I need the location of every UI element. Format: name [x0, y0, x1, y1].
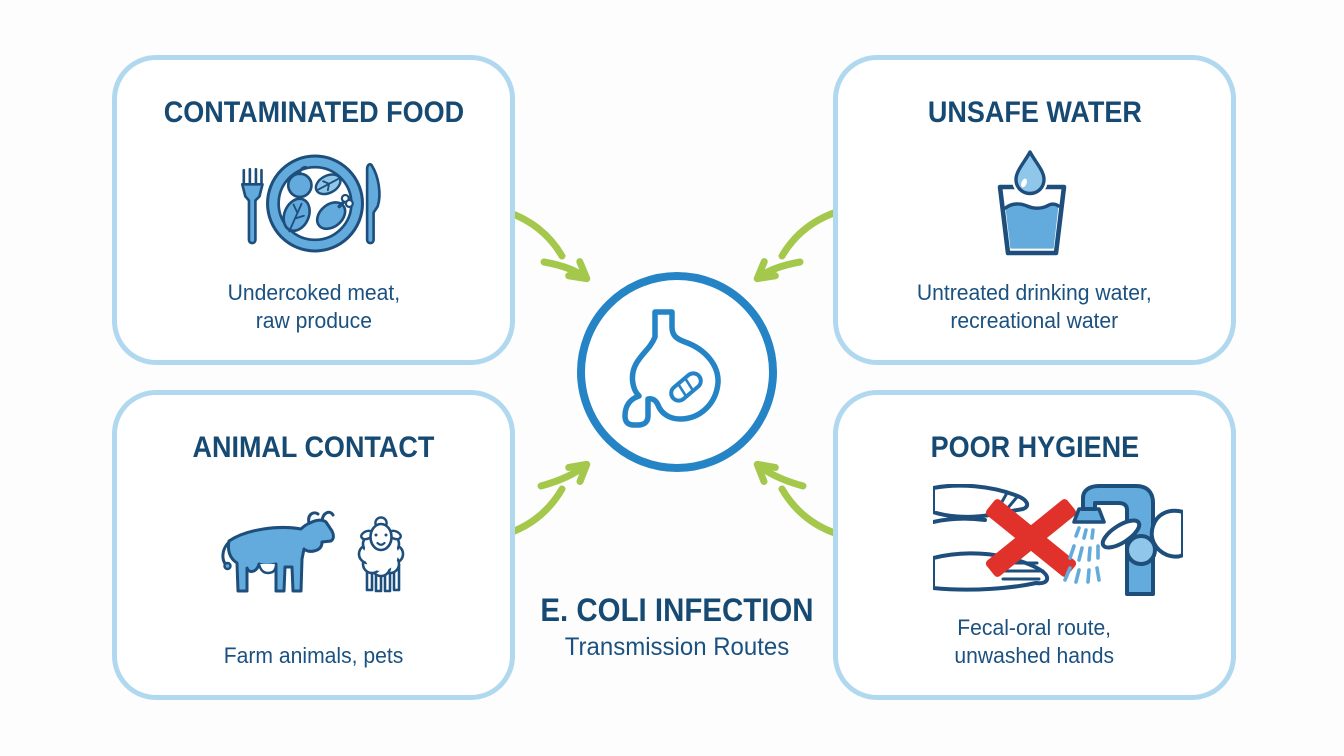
arrow-from-unsafe-water: [753, 258, 804, 283]
water-surface-line: [1003, 202, 1060, 210]
desc-line: unwashed hands: [954, 642, 1115, 668]
plate-utensils-icon: [238, 130, 390, 279]
desc-line: Untreated drinking water,: [917, 280, 1152, 306]
desc-line: recreational water: [950, 307, 1119, 333]
box-desc-contaminated-food: Undercoked meat, raw produce: [227, 279, 400, 334]
drumstick-icon: [315, 194, 354, 231]
diagram-title: E. COLI INFECTION: [540, 592, 814, 628]
apple-icon: [286, 166, 313, 199]
arrow-from-contaminated-food: [540, 258, 591, 283]
desc-line: Fecal-oral route,: [957, 615, 1112, 641]
box-desc-poor-hygiene: Fecal-oral route, unwashed hands: [955, 614, 1115, 669]
hand-on-handle-icon: [1100, 508, 1183, 566]
water-drop-icon: [1011, 149, 1048, 198]
glass-water: [1005, 203, 1058, 249]
box-animal-contact: ANIMAL CONTACT: [112, 390, 515, 700]
box-title-animal-contact: ANIMAL CONTACT: [192, 431, 435, 464]
box-title-contaminated-food: CONTAMINATED FOOD: [163, 96, 464, 129]
box-poor-hygiene: POOR HYGIENE: [833, 390, 1236, 700]
desc-line: raw produce: [255, 307, 372, 333]
arrow-from-poor-hygiene: [753, 460, 807, 490]
fork-icon: [240, 168, 264, 245]
water-glass-drop-icon: [995, 130, 1075, 279]
faucet-icon: [1071, 483, 1155, 596]
box-title-unsafe-water: UNSAFE WATER: [927, 96, 1142, 129]
center-title-block: E. COLI INFECTION Transmission Routes: [477, 592, 877, 662]
cow-sheep-icon: [219, 465, 409, 642]
red-cross-icon: [985, 498, 1076, 577]
box-desc-animal-contact: Farm animals, pets: [224, 642, 404, 669]
stomach-outline: [622, 309, 721, 428]
desc-line: Undercoked meat,: [227, 280, 400, 306]
knife-icon: [365, 163, 381, 245]
leaf-icon: [314, 173, 342, 196]
box-unsafe-water: UNSAFE WATER Untreated drinking water, r…: [833, 55, 1236, 365]
lettuce-leaf-icon: [281, 197, 311, 233]
box-desc-unsafe-water: Untreated drinking water, recreational w…: [917, 279, 1152, 334]
hand-bottom-icon: [932, 551, 1049, 592]
box-title-poor-hygiene: POOR HYGIENE: [930, 431, 1139, 464]
desc-line: Farm animals, pets: [223, 642, 404, 668]
box-contaminated-food: CONTAMINATED FOOD: [112, 55, 515, 365]
sheep-icon: [357, 516, 404, 593]
arrow-from-animal-contact: [537, 460, 591, 490]
diagram-subtitle: Transmission Routes: [564, 633, 790, 661]
stomach-bacteria-icon: [622, 309, 721, 428]
bacterium-icon: [669, 371, 703, 403]
center-circle: [577, 272, 777, 472]
cow-icon: [220, 511, 335, 593]
no-handshake-faucet-icon: [932, 465, 1183, 614]
spray-icon: [1062, 525, 1101, 584]
